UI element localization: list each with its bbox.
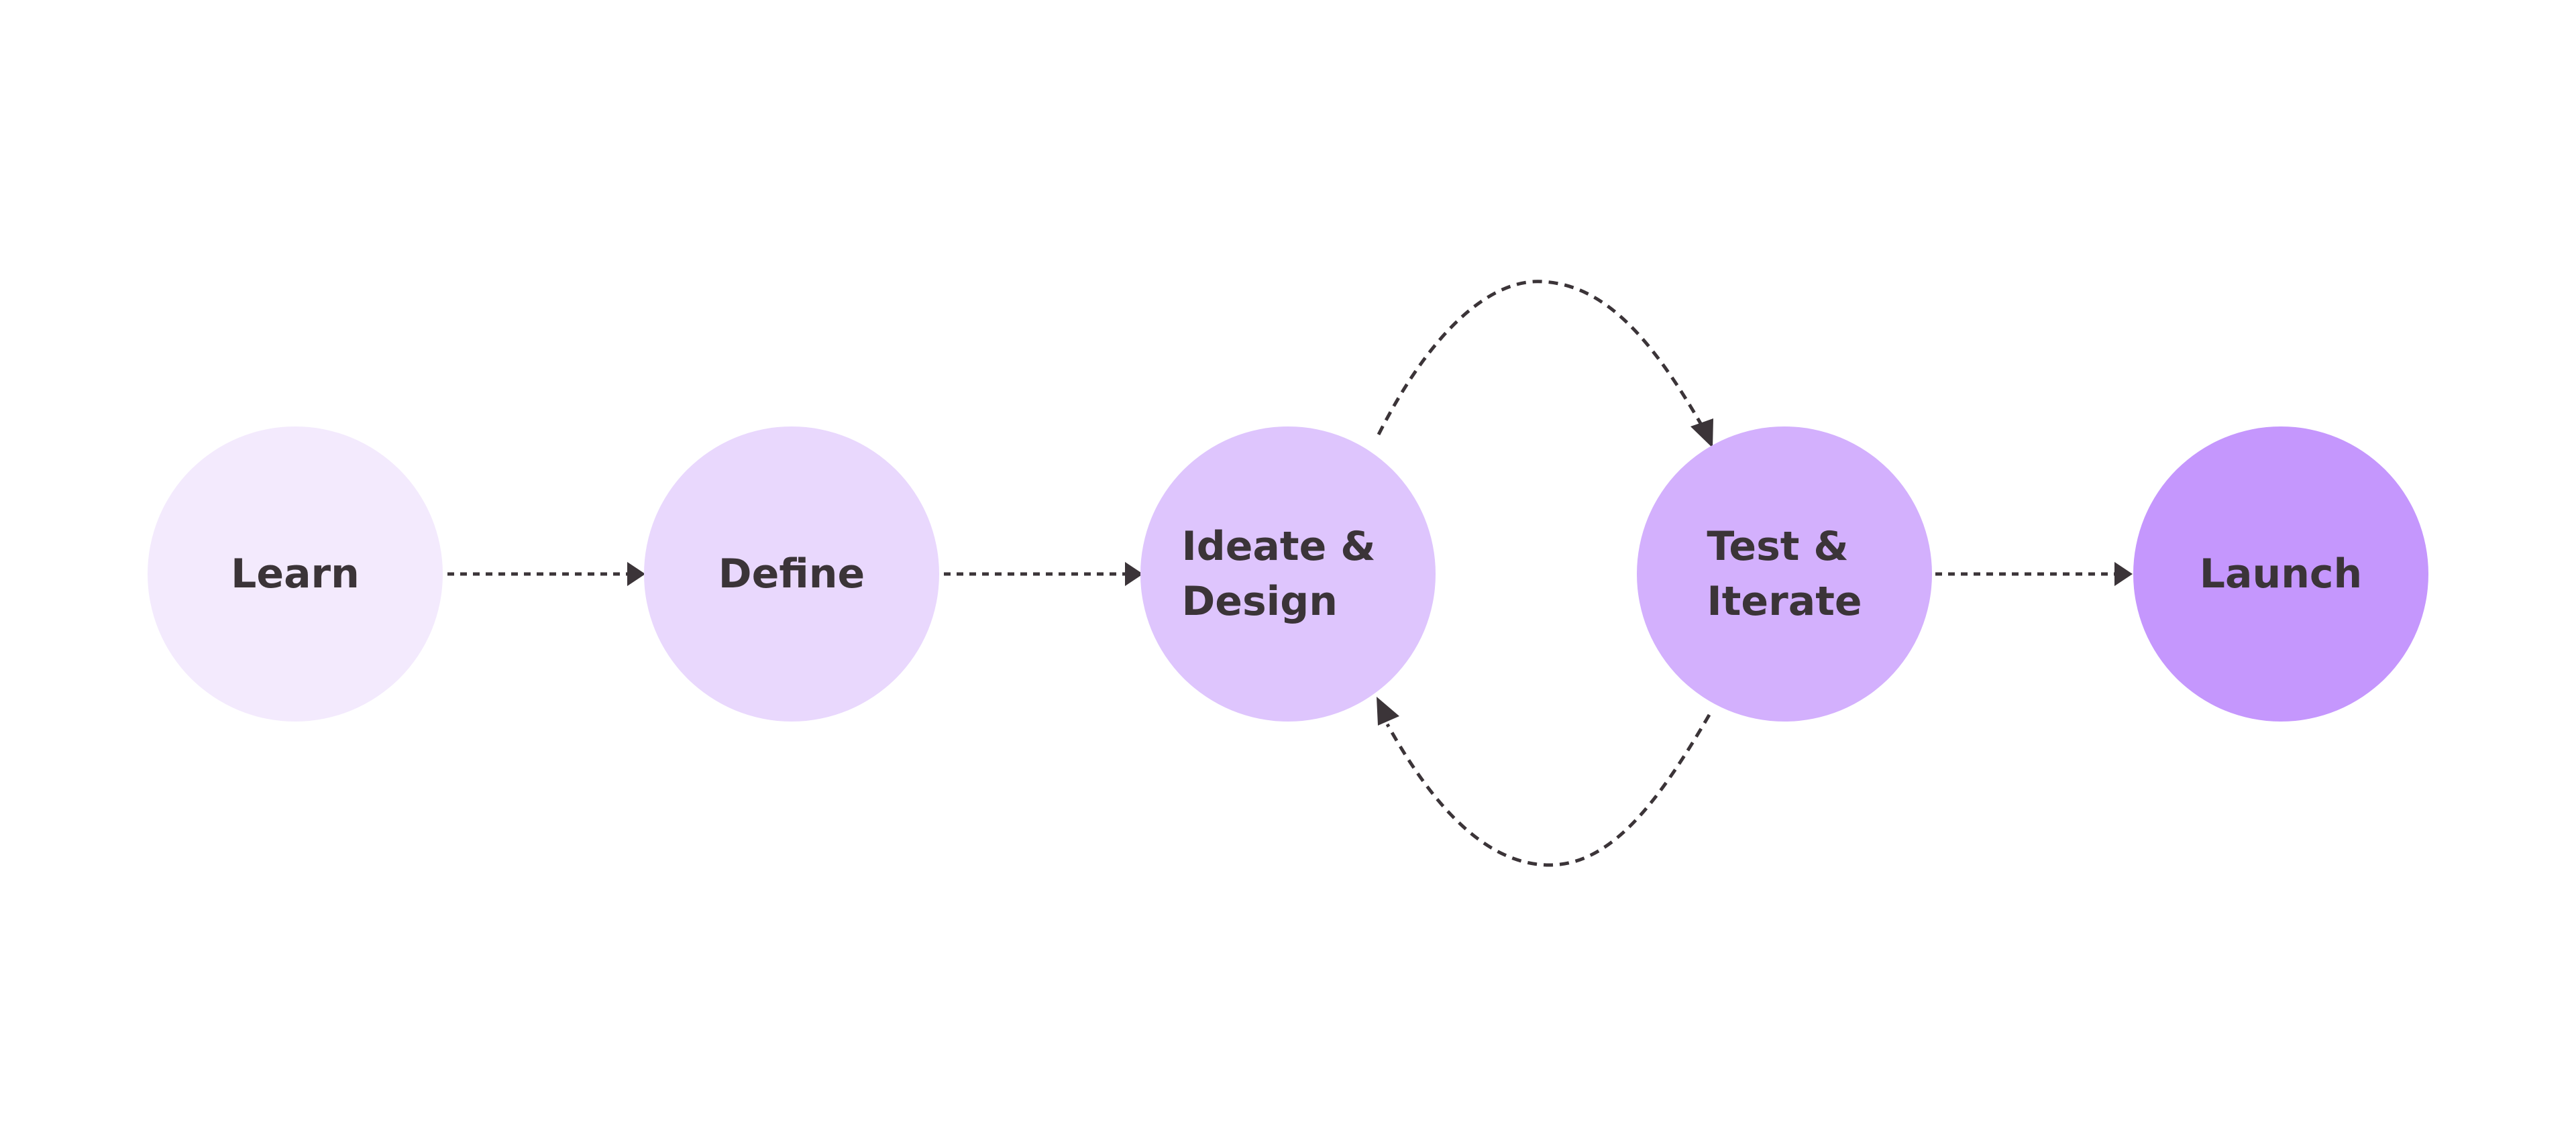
node-test-line-1: Test & <box>1707 523 1849 570</box>
node-learn-line-1: Learn <box>231 551 360 597</box>
node-test-line-2: Iterate <box>1707 578 1862 625</box>
node-define: Define <box>644 426 939 722</box>
arrow-test-to-ideate <box>1385 713 1711 867</box>
node-launch-label: Launch <box>2200 547 2362 601</box>
node-launch-line-1: Launch <box>2199 551 2363 597</box>
node-test: Test & Iterate <box>1637 426 1932 722</box>
node-learn-label: Learn <box>231 547 360 601</box>
arrowhead-define-to-ideate <box>1125 562 1143 586</box>
node-ideate-line-1: Ideate & <box>1181 523 1376 570</box>
node-define-label: Define <box>718 547 865 601</box>
node-launch: Launch <box>2133 426 2428 722</box>
node-test-label: Test & Iterate <box>1707 519 1862 629</box>
node-define-line-1: Define <box>718 551 865 597</box>
arrowhead-learn-to-define <box>627 562 645 586</box>
node-learn: Learn <box>148 426 443 722</box>
node-ideate-line-2: Design <box>1181 578 1338 625</box>
node-ideate: Ideate & Design <box>1140 426 1436 722</box>
arrowhead-test-to-ideate <box>1377 697 1399 726</box>
node-ideate-label: Ideate & Design <box>1181 519 1375 629</box>
arrowhead-test-to-launch <box>2114 562 2133 586</box>
arrowhead-ideate-to-test <box>1690 418 1713 448</box>
arrow-ideate-to-test <box>1377 280 1706 436</box>
